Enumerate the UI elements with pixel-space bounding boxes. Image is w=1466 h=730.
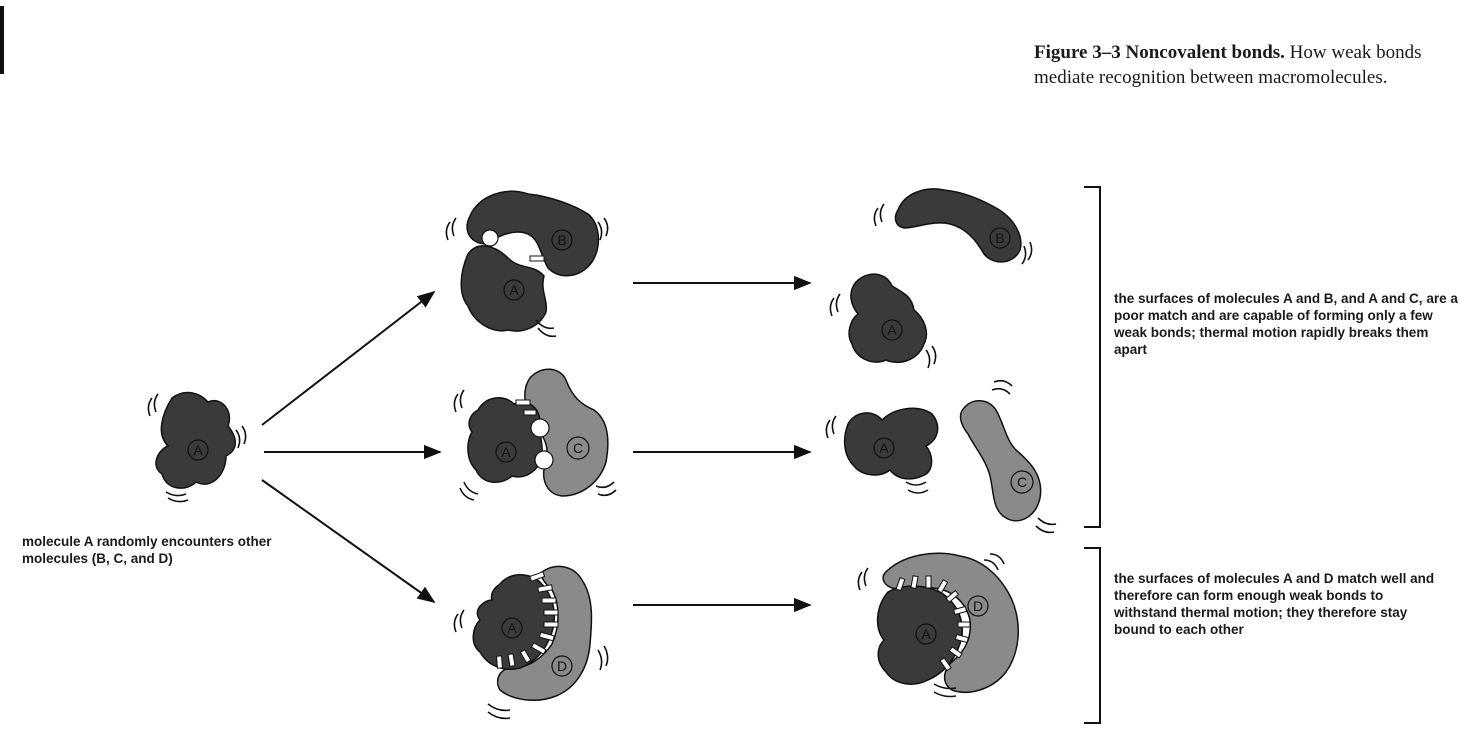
complex-a-c: A C — [454, 369, 616, 500]
label-a: A — [887, 322, 897, 338]
label-c: C — [573, 440, 583, 456]
figure-caption: Figure 3–3 Noncovalent bonds. How weak b… — [1034, 40, 1454, 90]
separated-a-middle: A — [826, 408, 937, 493]
separated-c: C — [961, 381, 1056, 533]
label-a: A — [879, 440, 889, 456]
label-a: A — [507, 620, 517, 636]
gap-hole — [535, 451, 553, 469]
label-d: D — [557, 658, 567, 674]
label-a: A — [193, 442, 203, 458]
bound-a-d: A D — [858, 553, 1018, 696]
bracket-poor-match — [1084, 187, 1100, 527]
label-a: A — [509, 282, 519, 298]
molecule-a-shape — [845, 408, 938, 479]
complex-a-d: A D — [454, 566, 607, 718]
label-a: A — [921, 626, 931, 642]
label-b: B — [557, 232, 566, 248]
separated-b: B — [874, 189, 1031, 264]
brackets — [1084, 187, 1100, 723]
figure-number: Figure 3–3 — [1034, 42, 1121, 63]
gap-hole — [531, 419, 549, 437]
molecule-a-alone: A — [148, 392, 245, 501]
molecule-b-shape — [896, 189, 1021, 262]
poor-match-label: the surfaces of molecules A and B, and A… — [1114, 290, 1459, 358]
complex-a-b: B A — [446, 191, 607, 336]
bracket-good-match — [1084, 548, 1100, 723]
arrow-a-to-ab — [262, 292, 434, 425]
label-a: A — [501, 444, 511, 460]
separated-a-upper: A — [830, 274, 935, 368]
label-b: B — [995, 230, 1004, 246]
page-edge-bar — [0, 6, 4, 74]
good-match-label: the surfaces of molecules A and D match … — [1114, 570, 1444, 638]
label-c: C — [1017, 474, 1027, 490]
molecule-c-shape — [961, 401, 1041, 521]
weak-bond — [524, 410, 536, 415]
label-d: D — [973, 598, 983, 614]
molecule-a-shape — [849, 274, 926, 362]
figure-title: Noncovalent bonds. — [1125, 42, 1284, 63]
gap-hole — [482, 230, 498, 246]
encounter-label: molecule A randomly encounters other mol… — [22, 533, 322, 567]
weak-bond — [516, 400, 530, 405]
weak-bond — [530, 256, 544, 261]
